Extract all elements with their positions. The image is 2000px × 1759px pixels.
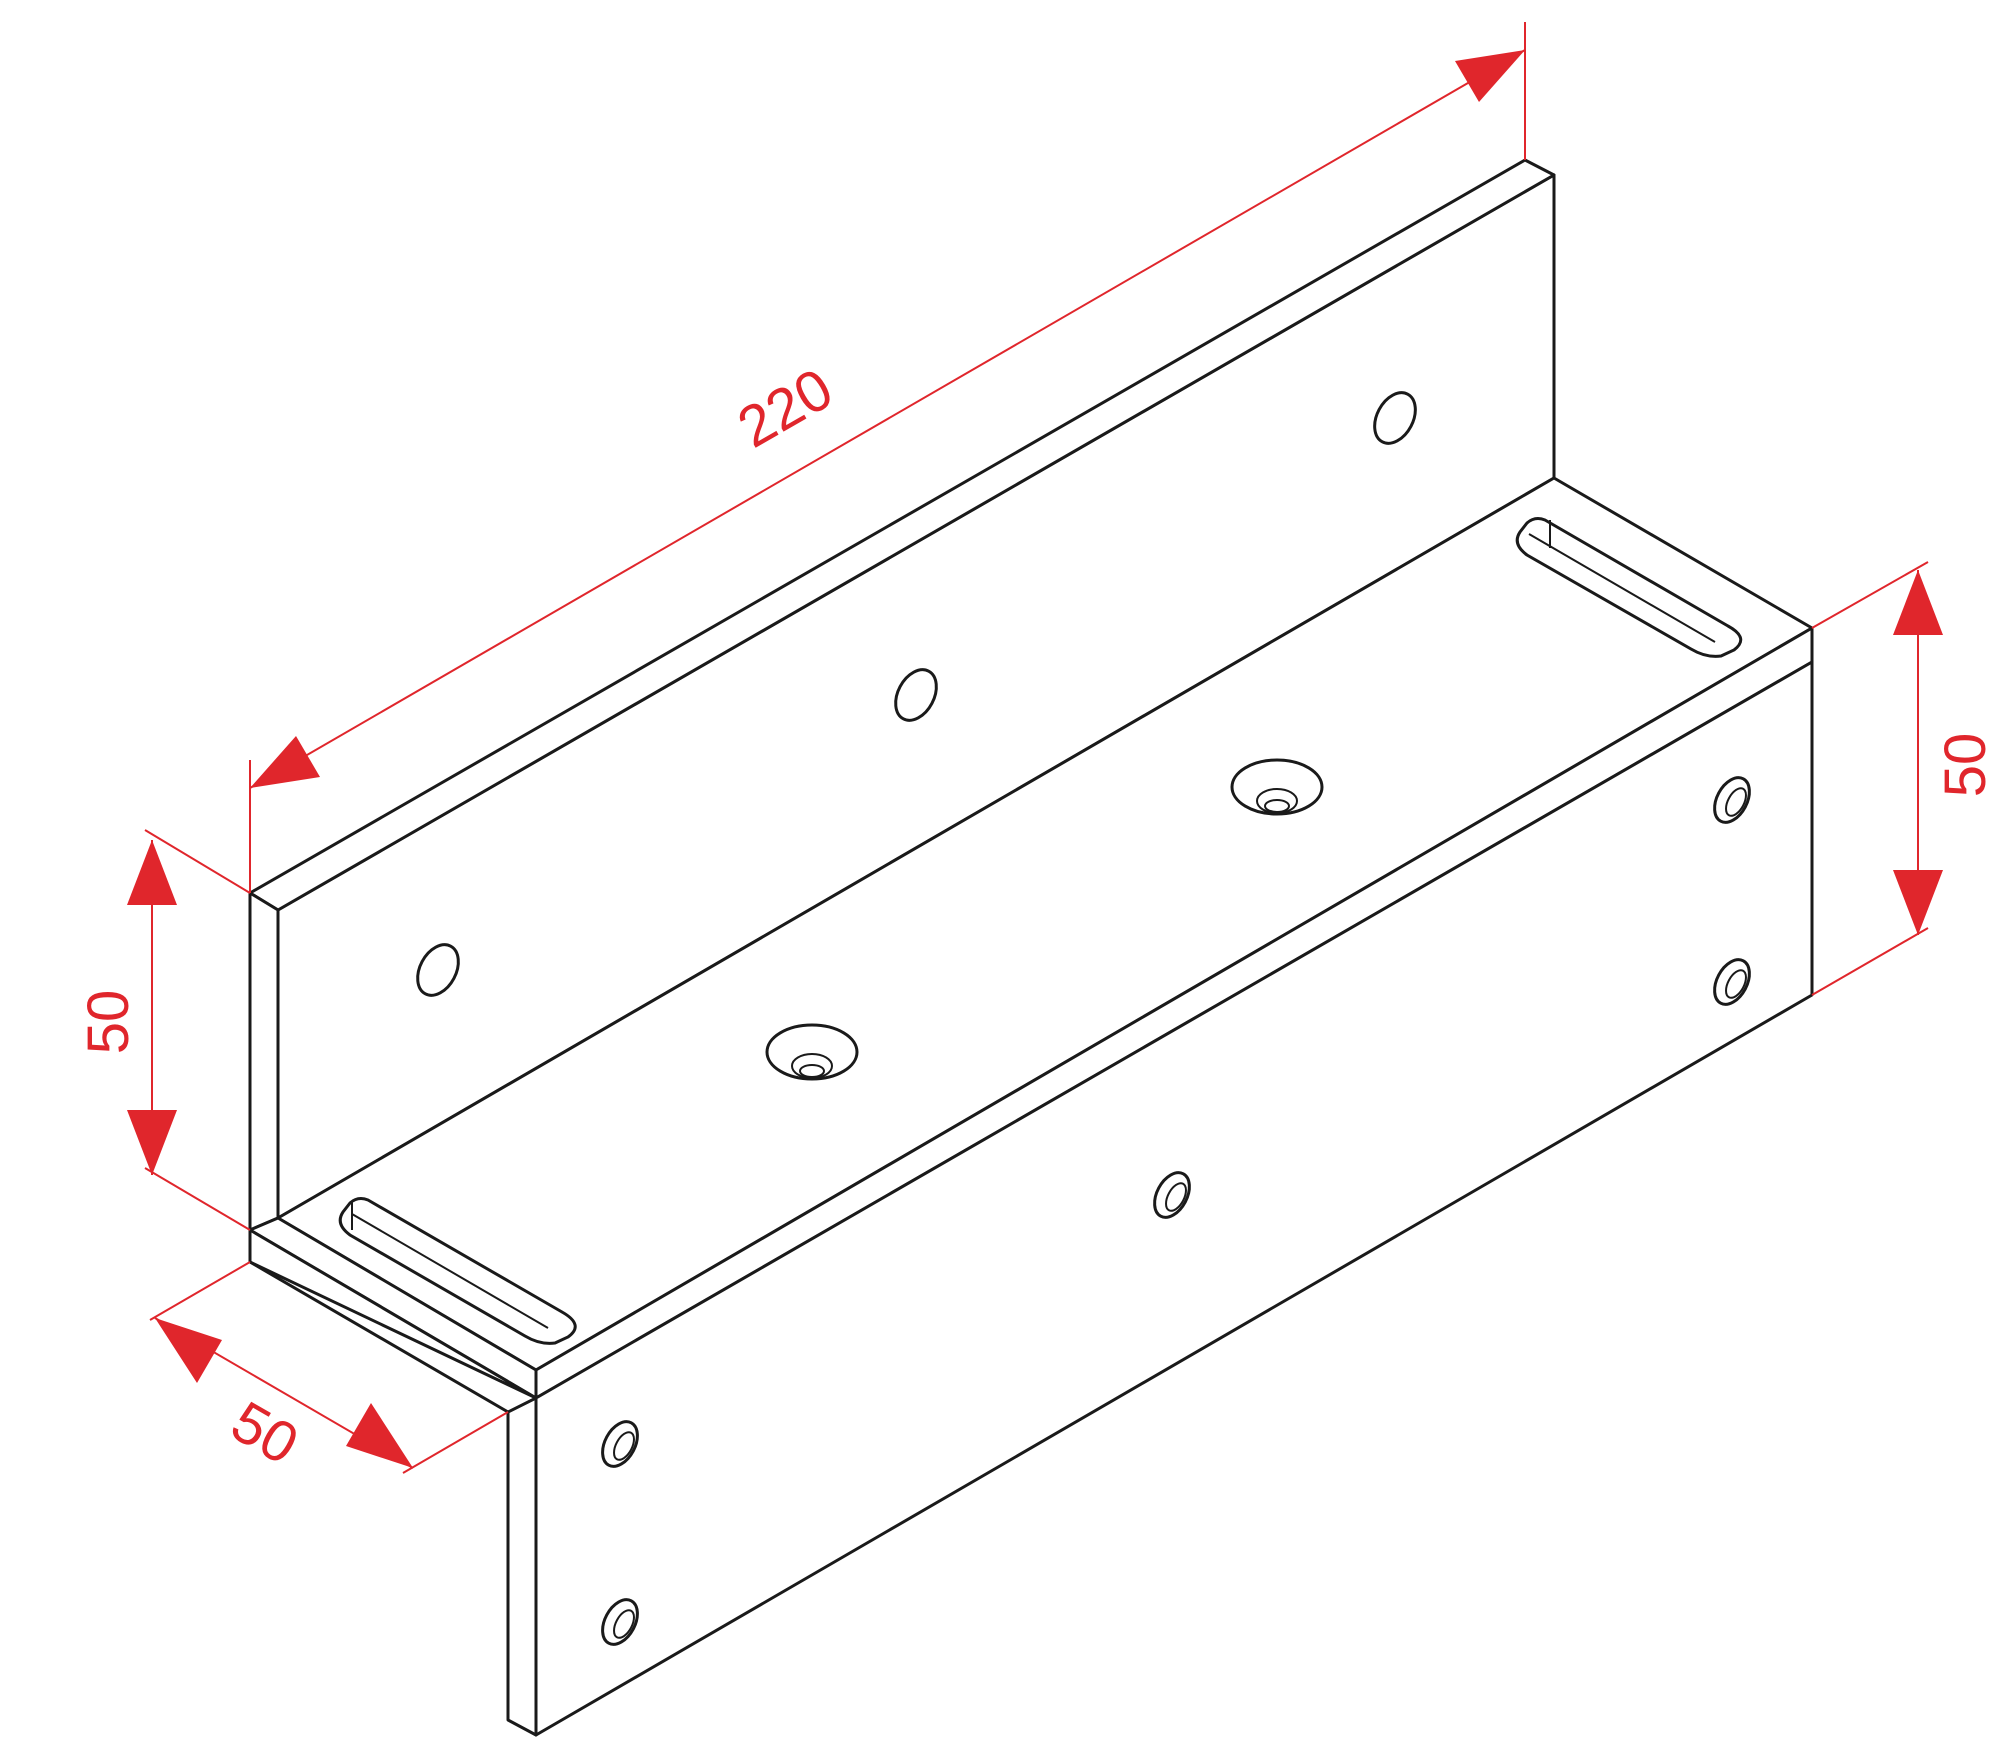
slot-left: [338, 1197, 577, 1345]
dimension-back-height-arrow-bottom: [127, 1110, 177, 1175]
bracket-body: [248, 158, 1814, 1737]
dimension-front-height-arrow-bottom: [1893, 870, 1943, 935]
countersink-left: [765, 1023, 859, 1081]
front-hole-lower-right: [1713, 958, 1751, 1006]
slot-right: [1515, 517, 1743, 658]
dimension-back-height-arrow-top: [127, 840, 177, 905]
bottom-flange-underside-edge: [248, 1228, 538, 1400]
front-wall-holes: [601, 776, 1751, 1646]
back-wall-hole-middle: [894, 668, 938, 722]
countersink-right: [1230, 758, 1324, 816]
back-wall-hole-left: [416, 943, 460, 997]
dimension-depth-label: 50: [221, 1389, 309, 1478]
dimension-back-height: 50: [76, 829, 251, 1231]
back-wall-holes: [416, 391, 1417, 997]
dimension-front-height-label: 50: [1933, 733, 1998, 798]
back-wall-left-end: [248, 891, 280, 1232]
back-wall-hole-right: [1373, 391, 1417, 445]
dimension-back-height-label: 50: [76, 990, 141, 1055]
dimension-depth-arrow-end: [346, 1403, 413, 1468]
flange-features: [338, 517, 1743, 1345]
front-wall-left-end: [506, 1396, 538, 1737]
front-hole-upper-right: [1713, 776, 1751, 824]
dimension-front-height: 50: [1811, 561, 1998, 996]
front-hole-middle: [1153, 1171, 1191, 1219]
dimension-depth-arrow-start: [155, 1318, 222, 1383]
dimension-length-arrow-start: [250, 736, 320, 788]
dimension-length-arrow-end: [1455, 50, 1525, 102]
front-hole-lower-left: [601, 1598, 639, 1646]
front-hole-upper-left: [601, 1420, 639, 1468]
dimension-length-label: 220: [727, 356, 843, 461]
dimension-front-height-arrow-top: [1893, 570, 1943, 635]
bottom-flange-outer-edge: [248, 1260, 510, 1414]
